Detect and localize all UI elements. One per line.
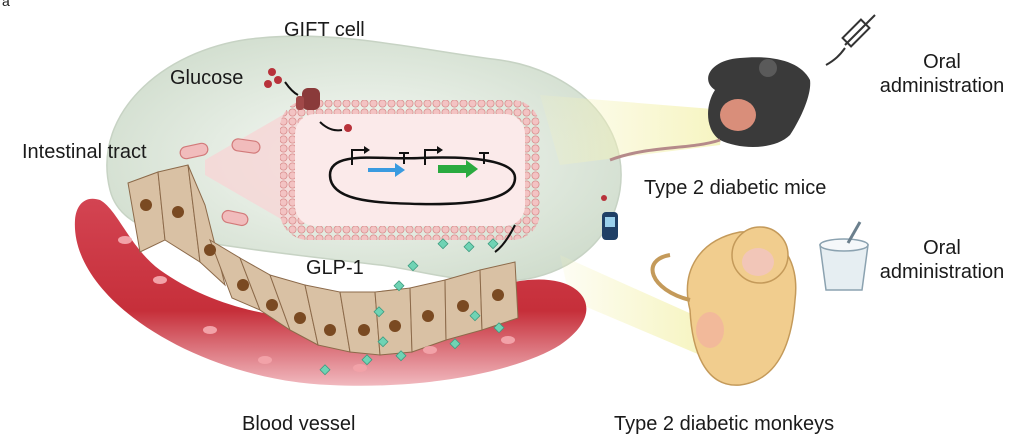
- nuclei: [140, 199, 504, 336]
- glp1-label: GLP-1: [306, 257, 364, 279]
- panel-letter: a: [2, 0, 10, 9]
- beam-to-monkey: [560, 255, 705, 355]
- gift-cell-label: GIFT cell: [284, 19, 365, 41]
- blood-vessel-label: Blood vessel: [242, 413, 356, 435]
- syringe-icon: [825, 14, 876, 66]
- monkey-icon: [650, 226, 797, 386]
- glucometer-icon: [601, 195, 618, 240]
- glucose-transporter-icon: [296, 88, 320, 110]
- glucose-molecules: [264, 68, 352, 132]
- mice-label: Type 2 diabetic mice: [644, 177, 827, 199]
- intestinal-tract-label: Intestinal tract: [22, 141, 147, 163]
- red-blood-cells: [118, 236, 515, 372]
- oral-administration-label-1: Oral administration: [879, 51, 1005, 97]
- bacteria: [179, 138, 261, 227]
- yogurt-cup-icon: [819, 221, 869, 291]
- plasmid-icon: [328, 146, 517, 206]
- mouse-icon: [609, 57, 811, 162]
- glp1-markers: [319, 238, 505, 376]
- glucose-label: Glucose: [170, 67, 244, 89]
- monkeys-label: Type 2 diabetic monkeys: [614, 413, 835, 435]
- blood-vessel: [74, 198, 587, 386]
- zoom-cone: [205, 105, 300, 230]
- oral-administration-label-2: Oral administration: [879, 237, 1005, 283]
- epithelium: [127, 164, 519, 356]
